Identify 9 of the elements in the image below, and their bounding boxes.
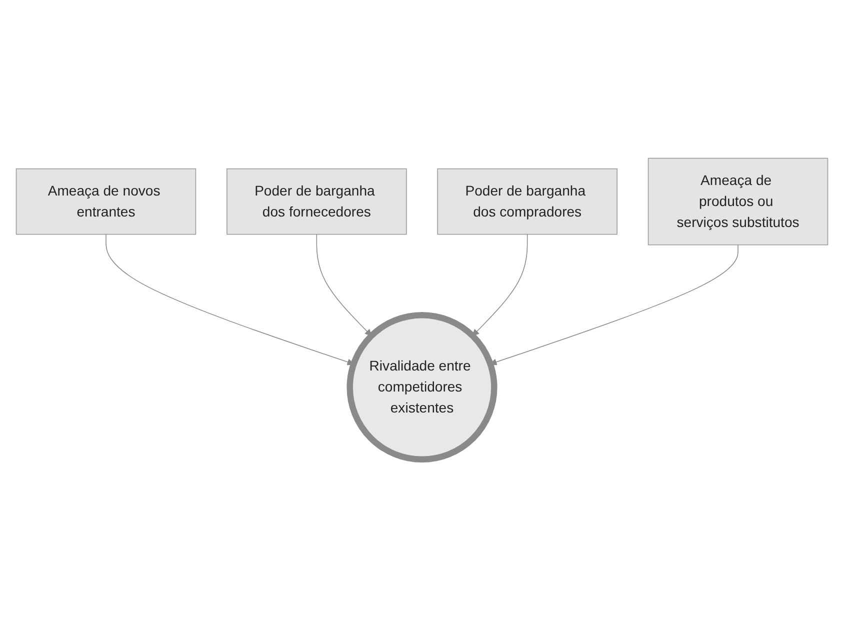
node-box: Ameaça de novos entrantes (16, 168, 196, 235)
arrow (472, 234, 528, 336)
node-box: Ameaça de produtos ou serviços substitutos (648, 158, 828, 246)
node-box: Poder de barganha dos compradores (437, 168, 618, 235)
arrow (316, 234, 372, 336)
node-box: Poder de barganha dos fornecedores (226, 168, 407, 235)
arrow (490, 244, 738, 366)
arrow (106, 234, 354, 366)
node-circle: Rivalidade entre competidores existentes (346, 312, 498, 463)
